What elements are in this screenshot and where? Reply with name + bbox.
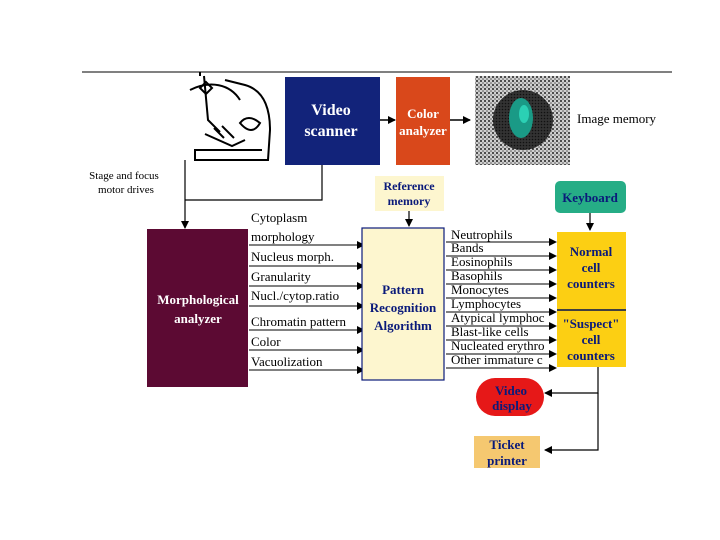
color-analyzer-line1: Color bbox=[407, 106, 439, 121]
feature-label: Nucleus morph. bbox=[251, 249, 334, 264]
feature-label: Cytoplasm bbox=[251, 210, 307, 225]
cell-type-label: Nucleated erythro bbox=[451, 338, 544, 353]
suspect-counters-line2: cell bbox=[582, 332, 601, 347]
feature-labels: Cytoplasm morphology Nucleus morph. Gran… bbox=[251, 210, 346, 369]
cell-type-label: Eosinophils bbox=[451, 254, 512, 269]
arrow-counters-display bbox=[544, 367, 599, 397]
pattern-recognition-box bbox=[361, 227, 445, 381]
cell-type-labels: Neutrophils Bands Eosinophils Basophils … bbox=[451, 227, 545, 367]
suspect-counters-line1: "Suspect" bbox=[562, 316, 619, 331]
ticket-printer-line1: Ticket bbox=[489, 437, 525, 452]
cell-type-label: Atypical lymphoc bbox=[451, 310, 545, 325]
cell-type-arrows bbox=[446, 238, 557, 372]
morphological-analyzer-line1: Morphological bbox=[157, 292, 239, 307]
cell-type-label: Basophils bbox=[451, 268, 502, 283]
normal-counters-line2: cell bbox=[582, 260, 601, 275]
image-memory-picture bbox=[475, 76, 570, 165]
ticket-printer-line2: printer bbox=[487, 453, 527, 468]
normal-counters-box bbox=[557, 232, 626, 309]
cell-type-label: Other immature c bbox=[451, 352, 543, 367]
normal-counters-line1: Normal bbox=[570, 244, 613, 259]
morphological-analyzer-line2: analyzer bbox=[174, 311, 222, 326]
video-display-line1: Video bbox=[495, 383, 527, 398]
suspect-counters-line3: counters bbox=[567, 348, 615, 363]
normal-counters-line3: counters bbox=[567, 276, 615, 291]
feature-label: morphology bbox=[251, 229, 315, 244]
feature-label: Nucl./cytop.ratio bbox=[251, 288, 339, 303]
morphological-analyzer-box bbox=[147, 229, 248, 387]
keyboard-label: Keyboard bbox=[562, 190, 618, 205]
suspect-counters-box bbox=[557, 311, 626, 367]
cell-type-label: Monocytes bbox=[451, 282, 509, 297]
feature-label: Vacuolization bbox=[251, 354, 323, 369]
reference-memory-line1: Reference bbox=[383, 179, 435, 193]
pattern-recognition-line1: Pattern bbox=[382, 282, 425, 297]
cell-type-label: Blast-like cells bbox=[451, 324, 529, 339]
feature-arrows bbox=[249, 241, 365, 374]
video-display-line2: display bbox=[492, 398, 532, 413]
video-scanner-box bbox=[285, 77, 380, 165]
microscope-icon bbox=[189, 72, 272, 161]
reference-memory-line2: memory bbox=[388, 194, 431, 208]
image-memory-label: Image memory bbox=[577, 111, 657, 126]
color-analyzer-box bbox=[396, 77, 450, 165]
color-analyzer-line2: analyzer bbox=[399, 123, 447, 138]
ticket-printer-box bbox=[474, 436, 540, 468]
cell-type-label: Lymphocytes bbox=[451, 296, 521, 311]
pattern-recognition-line2: Recognition bbox=[370, 300, 437, 315]
video-display-box bbox=[476, 378, 544, 416]
stage-label-line1: Stage and focus bbox=[89, 170, 159, 182]
cell-type-label: Bands bbox=[451, 240, 484, 255]
feature-label: Color bbox=[251, 334, 281, 349]
arrow-counters-printer bbox=[544, 393, 599, 454]
pattern-recognition-line3: Algorithm bbox=[374, 318, 432, 333]
video-scanner-line1: Video bbox=[311, 102, 350, 119]
arrow-scanner-down bbox=[185, 165, 323, 201]
feature-label: Granularity bbox=[251, 269, 311, 284]
keyboard-box bbox=[555, 181, 626, 213]
feature-label: Chromatin pattern bbox=[251, 314, 346, 329]
video-scanner-line2: scanner bbox=[304, 123, 357, 140]
reference-memory-box bbox=[375, 176, 444, 211]
stage-label-line2: motor drives bbox=[98, 184, 154, 196]
cell-type-label: Neutrophils bbox=[451, 227, 512, 242]
